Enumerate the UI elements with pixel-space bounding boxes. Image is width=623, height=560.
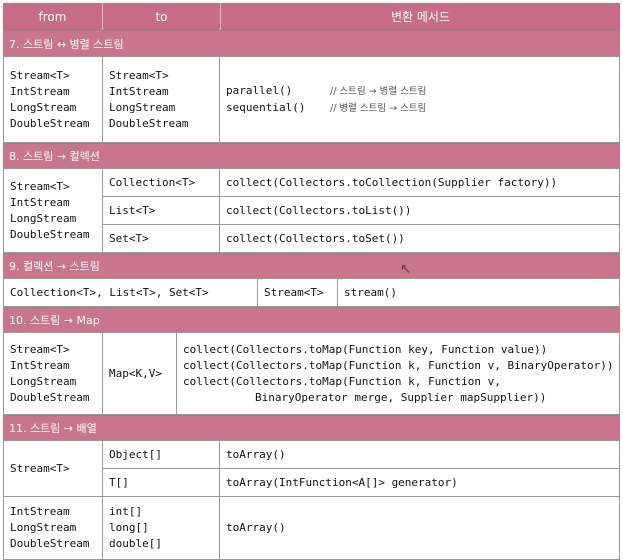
s11-method-2: toArray() xyxy=(219,496,620,560)
s10-from-2: LongStream xyxy=(10,374,77,388)
s11-method-0: toArray() xyxy=(219,440,620,469)
s8-to-0: Collection<T> xyxy=(102,168,220,197)
section-9-table: Collection<T>, List<T>, Set<T> Stream<T>… xyxy=(3,278,620,307)
section-7-table: Stream<T> IntStream LongStream DoubleStr… xyxy=(3,56,620,143)
header-to: to xyxy=(103,3,221,30)
mouse-cursor-icon: ↖ xyxy=(400,262,411,277)
s7-from-1: IntStream xyxy=(10,84,70,98)
s10-method-0: collect(Collectors.toMap(Function key, F… xyxy=(183,342,548,356)
s8-from-3: DoubleStream xyxy=(10,227,90,241)
section-8-table: Stream<T> IntStream LongStream DoubleStr… xyxy=(3,168,620,253)
s9-method: stream() xyxy=(337,278,620,307)
s8-from-2: LongStream xyxy=(10,211,77,225)
s7-methods: parallel() // 스트림 → 병렬 스트림 sequential() //… xyxy=(219,56,620,143)
section-10-table: Stream<T> IntStream LongStream DoubleStr… xyxy=(3,332,620,415)
s10-method-1: collect(Collectors.toMap(Function k, Fun… xyxy=(183,358,614,372)
section-11-table: Stream<T> Object[] toArray() T[] toArray… xyxy=(3,440,620,560)
s7-to-3: DoubleStream xyxy=(109,116,189,130)
s8-from-0: Stream<T> xyxy=(10,179,70,193)
s10-methods: collect(Collectors.toMap(Function key, F… xyxy=(176,332,620,415)
s7-comment-1: // 스트림 → 병렬 스트림 xyxy=(330,85,427,97)
s7-method-parallel: parallel() xyxy=(226,83,293,97)
s11-from-2-0: IntStream xyxy=(10,505,70,518)
conversion-table: from to 변환 메서드 7. 스트림 ↔ 병렬 스트림 Stream<T>… xyxy=(3,3,620,560)
s8-from-1: IntStream xyxy=(10,195,70,209)
s11-from-2-1: LongStream xyxy=(10,521,77,534)
s10-method-2: collect(Collectors.toMap(Function k, Fun… xyxy=(183,374,501,388)
s10-to: Map<K,V> xyxy=(102,332,177,415)
s7-from-2: LongStream xyxy=(10,100,77,114)
s9-to: Stream<T> xyxy=(257,278,338,307)
header-from: from xyxy=(3,3,103,30)
s7-from-0: Stream<T> xyxy=(10,68,70,82)
s10-from-1: IntStream xyxy=(10,358,70,372)
section-8-title: 8. 스트림 → 컬렉션 xyxy=(3,143,620,168)
s7-comment-2: // 병렬 스트림 → 스트림 xyxy=(330,102,427,114)
s7-method-sequential: sequential() xyxy=(226,100,306,114)
s7-to: Stream<T> IntStream LongStream DoubleStr… xyxy=(102,56,220,143)
s11-from-2-2: DoubleStream xyxy=(10,537,90,550)
s11-from-2: IntStream LongStream DoubleStream xyxy=(3,496,103,560)
s7-from: Stream<T> IntStream LongStream DoubleStr… xyxy=(3,56,103,143)
s7-to-1: IntStream xyxy=(109,84,169,98)
s11-to-2-2: double[] xyxy=(109,537,162,550)
s8-to-1: List<T> xyxy=(102,196,220,225)
header-method: 변환 메서드 xyxy=(390,10,450,24)
section-7-title: 7. 스트림 ↔ 병렬 스트림 xyxy=(3,30,620,56)
s11-to-2: int[] long[] double[] xyxy=(102,496,220,560)
s8-from: Stream<T> IntStream LongStream DoubleStr… xyxy=(3,168,103,253)
s10-method-3: BinaryOperator merge, Supplier mapSuppli… xyxy=(255,390,547,404)
s11-to-2-1: long[] xyxy=(109,521,149,534)
s10-from-0: Stream<T> xyxy=(10,342,70,356)
s10-from: Stream<T> IntStream LongStream DoubleStr… xyxy=(3,332,103,415)
s11-method-1: toArray(IntFunction<A[]> generator) xyxy=(219,468,620,497)
s8-method-0: collect(Collectors.toCollection(Supplier… xyxy=(219,168,620,197)
table-header: from to 변환 메서드 xyxy=(3,3,620,30)
s7-to-2: LongStream xyxy=(109,100,176,114)
s8-method-2: collect(Collectors.toSet()) xyxy=(219,224,620,253)
s7-to-0: Stream<T> xyxy=(109,68,169,82)
s7-from-3: DoubleStream xyxy=(10,116,90,130)
s11-to-2-0: int[] xyxy=(109,505,143,518)
s11-to-1: T[] xyxy=(102,468,220,497)
s9-from: Collection<T>, List<T>, Set<T> xyxy=(3,278,258,307)
section-10-title: 10. 스트림 → Map xyxy=(3,307,620,332)
section-11-title: 11. 스트림 → 배열 xyxy=(3,415,620,440)
s8-to-2: Set<T> xyxy=(102,224,220,253)
s11-to-0: Object[] xyxy=(102,440,220,469)
s8-method-1: collect(Collectors.toList()) xyxy=(219,196,620,225)
section-9-title: 9. 컬렉션 → 스트림 xyxy=(3,253,620,278)
s11-from-1: Stream<T> xyxy=(3,440,103,497)
s10-from-3: DoubleStream xyxy=(10,390,90,404)
